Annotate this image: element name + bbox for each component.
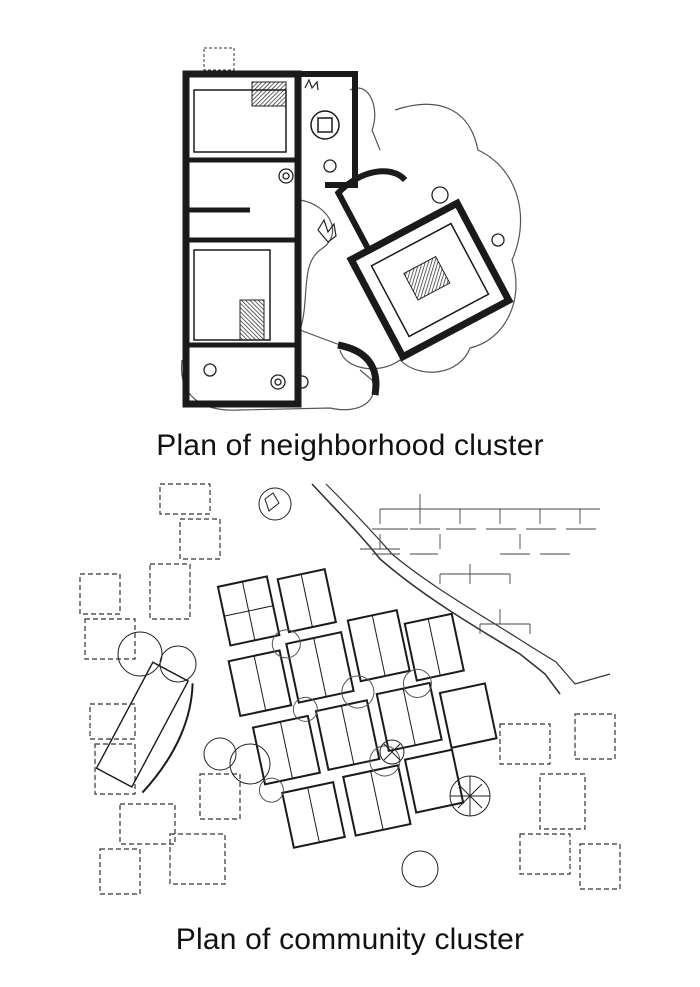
- community-caption: Plan of community cluster: [175, 923, 525, 956]
- courtyard-outline: [180, 87, 381, 411]
- tree-icon: [117, 487, 491, 888]
- right-courtyard-outline: [339, 103, 522, 373]
- entry-porch: [203, 47, 235, 71]
- middle-annex: [298, 71, 380, 396]
- neighborhood-caption: Plan of neighborhood cluster: [156, 429, 544, 462]
- fixtures: [203, 159, 505, 390]
- road-edge: [311, 483, 561, 695]
- neighborhood-cluster-plan: [180, 47, 522, 411]
- left-house-block: [182, 70, 302, 408]
- central-cluster: [216, 568, 498, 849]
- diagonal-row-house: [95, 661, 194, 794]
- road-edge-inner: [325, 483, 611, 685]
- community-cluster-plan: [79, 483, 621, 895]
- annotation-tree: [360, 494, 600, 634]
- surrounding-houses: [79, 483, 621, 895]
- hatched-stair-1: [251, 81, 287, 107]
- hatched-stair-2: [239, 299, 265, 341]
- right-house-block: [334, 168, 514, 362]
- plant-icon: [304, 78, 337, 243]
